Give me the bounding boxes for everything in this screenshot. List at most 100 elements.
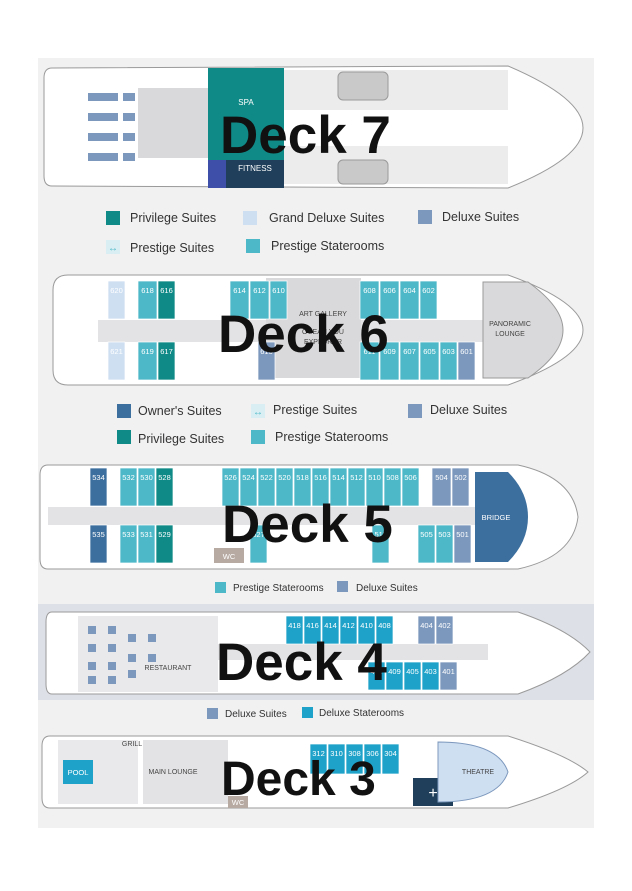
- cabin-514[interactable]: [329, 467, 348, 507]
- cabin-404[interactable]: [417, 615, 436, 645]
- cabin-527[interactable]: [249, 524, 268, 564]
- cabin-512[interactable]: [347, 467, 366, 507]
- cabin-label-532: 532: [122, 473, 135, 482]
- cabin-label-504: 504: [435, 473, 448, 482]
- cabin-502[interactable]: [451, 467, 470, 507]
- cabin-526[interactable]: [221, 467, 240, 507]
- deck4-legend: Deluxe Suites Deluxe Staterooms: [207, 707, 404, 720]
- cabin-615[interactable]: [257, 341, 276, 381]
- deck7-title: Deck 7: [220, 106, 391, 165]
- cabin-304[interactable]: [381, 743, 400, 775]
- cabin-618[interactable]: [137, 280, 158, 320]
- cabin-604[interactable]: [399, 280, 420, 320]
- cabin-510[interactable]: [365, 467, 384, 507]
- cabin-621[interactable]: [107, 341, 126, 381]
- cabin-610[interactable]: [269, 280, 288, 320]
- cabin-label-520: 520: [278, 473, 291, 482]
- cabin-603[interactable]: [439, 341, 458, 381]
- cabin-532[interactable]: [119, 467, 138, 507]
- legend-prestige-staterooms: Prestige Staterooms: [271, 239, 384, 253]
- cabin-611[interactable]: [359, 341, 380, 381]
- cabin-310[interactable]: [327, 743, 346, 775]
- cabin-617[interactable]: [157, 341, 176, 381]
- lounge-label: LOUNGE: [495, 331, 525, 338]
- restaurant-tables: [88, 626, 156, 684]
- deck7-legend: Privilege Suites Grand Deluxe Suites Del…: [106, 210, 519, 255]
- cabin-518[interactable]: [293, 467, 312, 507]
- cabin-530[interactable]: [137, 467, 156, 507]
- cabin-416[interactable]: [303, 615, 322, 645]
- cabin-403[interactable]: [421, 661, 440, 691]
- cabin-409[interactable]: [385, 661, 404, 691]
- cabin-601[interactable]: [457, 341, 476, 381]
- cabin-511[interactable]: [371, 524, 390, 564]
- cabin-534[interactable]: [89, 467, 108, 507]
- cabin-label-312: 312: [312, 749, 325, 758]
- cabin-label-602: 602: [422, 286, 435, 295]
- panoramic-label: PANORAMIC: [489, 321, 531, 328]
- cabin-410[interactable]: [357, 615, 376, 645]
- cabin-612[interactable]: [249, 280, 270, 320]
- cabin-label-601: 601: [460, 347, 473, 356]
- cabin-616[interactable]: [157, 280, 176, 320]
- cabin-418[interactable]: [285, 615, 304, 645]
- cabin-312[interactable]: [309, 743, 328, 775]
- cabin-529[interactable]: [155, 524, 174, 564]
- deck5-title: Deck 5: [222, 495, 393, 554]
- cabin-501[interactable]: [453, 524, 472, 564]
- fitness-label: FITNESS: [238, 164, 272, 173]
- cabin-535[interactable]: [89, 524, 108, 564]
- cabin-label-514: 514: [332, 473, 345, 482]
- cabin-533[interactable]: [119, 524, 138, 564]
- cabin-505[interactable]: [417, 524, 436, 564]
- cabin-label-607: 607: [403, 347, 416, 356]
- cabin-label-531: 531: [140, 530, 153, 539]
- legend-swatch-deluxe-suites-4: [207, 708, 218, 719]
- cabin-label-529: 529: [158, 530, 171, 539]
- cabin-620[interactable]: [107, 280, 126, 320]
- cabin-506[interactable]: [401, 467, 420, 507]
- cabin-608[interactable]: [359, 280, 380, 320]
- cabin-602[interactable]: [419, 280, 438, 320]
- cabin-414[interactable]: [321, 615, 340, 645]
- cabin-508[interactable]: [383, 467, 402, 507]
- legend-swatch-owners-suites: [117, 404, 131, 418]
- cabin-504[interactable]: [431, 467, 452, 507]
- cabin-609[interactable]: [379, 341, 400, 381]
- legend-swatch-prestige-staterooms: [246, 239, 260, 253]
- cabin-531[interactable]: [137, 524, 156, 564]
- pool: [63, 760, 93, 784]
- legend-swatch-privilege-suites: [106, 211, 120, 225]
- cabin-label-410: 410: [360, 621, 373, 630]
- legend-deluxe-suites-6: Deluxe Suites: [430, 403, 507, 417]
- cabin-524[interactable]: [239, 467, 258, 507]
- cabin-614[interactable]: [229, 280, 250, 320]
- cabin-607[interactable]: [399, 341, 420, 381]
- cabin-503[interactable]: [435, 524, 454, 564]
- cabin-605[interactable]: [419, 341, 440, 381]
- cabin-401[interactable]: [439, 661, 458, 691]
- cabin-522[interactable]: [257, 467, 276, 507]
- cabin-520[interactable]: [275, 467, 294, 507]
- cabin-label-612: 612: [253, 286, 266, 295]
- cabin-label-605: 605: [423, 347, 436, 356]
- grill-label: GRILL: [122, 741, 142, 748]
- cabin-408[interactable]: [375, 615, 394, 645]
- cabin-606[interactable]: [379, 280, 400, 320]
- deck4-corridor: [218, 644, 488, 660]
- cabin-516[interactable]: [311, 467, 330, 507]
- cabin-412[interactable]: [339, 615, 358, 645]
- cabin-405[interactable]: [403, 661, 422, 691]
- cabin-306[interactable]: [363, 743, 382, 775]
- cabin-411[interactable]: [367, 661, 386, 691]
- cabin-528[interactable]: [155, 467, 174, 507]
- cabin-619[interactable]: [137, 341, 158, 381]
- cabin-308[interactable]: [345, 743, 364, 775]
- cabin-402[interactable]: [435, 615, 454, 645]
- cabin-label-401: 401: [442, 667, 455, 676]
- cabin-label-617: 617: [160, 347, 173, 356]
